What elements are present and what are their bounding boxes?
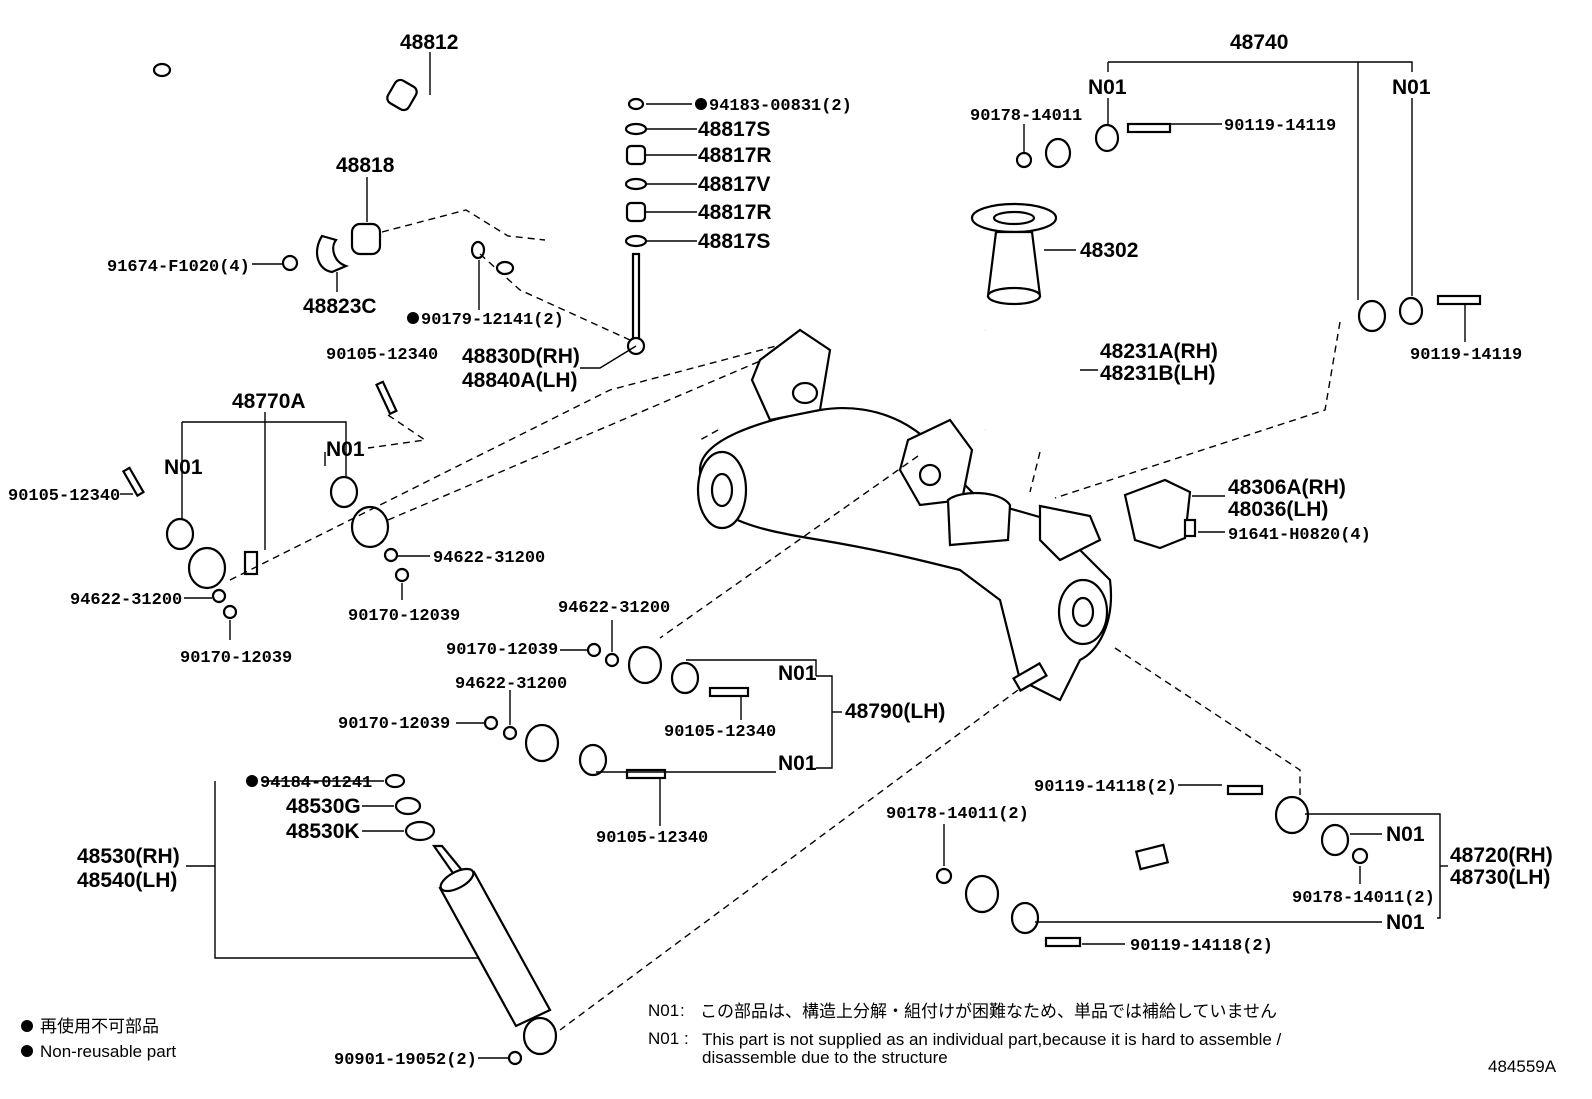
label-n01-790-top: N01 <box>778 662 817 685</box>
label-48231b: 48231B(LH) <box>1100 362 1216 385</box>
label-48790: 48790(LH) <box>845 700 945 723</box>
label-48823c: 48823C <box>303 295 377 318</box>
note-code-en: N01 <box>648 1029 679 1048</box>
legend: 再使用不可部品 Non-reusable part <box>21 1016 176 1061</box>
shock-absorber-drawing <box>186 773 558 1066</box>
notes: N01 : この部品は、構造上分解・組付けが困難なため、単品では補給していません… <box>648 1001 1282 1067</box>
label-48830d: 48830D(RH) <box>462 345 580 368</box>
label-94622-790-bottom: 94622-31200 <box>455 675 567 694</box>
label-48840a: 48840A(LH) <box>462 369 578 392</box>
label-n01-740-left: N01 <box>1088 76 1127 99</box>
label-n01-790-bottom: N01 <box>778 752 817 775</box>
label-48817r-bottom: 48817R <box>698 201 772 224</box>
label-90170-right: 90170-12039 <box>348 607 460 626</box>
lateral-rod-48740-drawing <box>1015 61 1482 499</box>
bushing-bracket-drawing <box>252 177 546 292</box>
label-48720: 48720(RH) <box>1450 844 1553 867</box>
label-91641: 91641-H0820(4) <box>1228 526 1371 545</box>
label-48730: 48730(LH) <box>1450 866 1550 889</box>
svg-text::: : <box>684 1029 689 1048</box>
label-94622-790-top: 94622-31200 <box>558 599 670 618</box>
legend-dot-en <box>21 1045 33 1057</box>
figure-id: 484559A <box>1488 1057 1557 1076</box>
label-90178-top: 90178-14011 <box>970 107 1082 126</box>
non-reusable-marker-90179 <box>407 312 419 324</box>
label-90170-790-bottom: 90170-12039 <box>338 715 450 734</box>
label-91674: 91674-F1020(4) <box>107 258 250 277</box>
label-90119-top: 90119-14119 <box>1224 117 1336 136</box>
label-90178-720-right: 90178-14011(2) <box>1292 889 1435 908</box>
note-jp: この部品は、構造上分解・組付けが困難なため、単品では補給していません <box>700 1002 1277 1021</box>
label-48231a: 48231A(RH) <box>1100 340 1218 363</box>
note-en-line2: disassemble due to the structure <box>702 1048 948 1067</box>
label-48530g: 48530G <box>286 795 361 818</box>
label-n01-740-right: N01 <box>1392 76 1431 99</box>
label-90119-720-bottom: 90119-14118(2) <box>1130 937 1273 956</box>
note-en-line1: This part is not supplied as an individu… <box>702 1030 1282 1049</box>
label-90119-720-top: 90119-14118(2) <box>1034 778 1177 797</box>
label-n01-770-right: N01 <box>326 438 365 461</box>
label-90901: 90901-19052(2) <box>334 1051 477 1070</box>
label-90105-top: 90105-12340 <box>326 346 438 365</box>
legend-en: Non-reusable part <box>40 1042 176 1061</box>
bracket-48306a-drawing <box>1123 478 1225 550</box>
label-48818: 48818 <box>336 154 395 177</box>
label-48817s-top: 48817S <box>698 118 770 141</box>
label-48302: 48302 <box>1080 239 1138 262</box>
spring-bumper-drawing <box>970 202 1098 493</box>
label-n01-720-top: N01 <box>1386 823 1425 846</box>
legend-jp: 再使用不可部品 <box>40 1016 159 1036</box>
label-90105-790-mid: 90105-12340 <box>664 723 776 742</box>
label-48530: 48530(RH) <box>77 845 180 868</box>
stabilizer-link-drawing <box>470 97 697 369</box>
label-90178-720-left: 90178-14011(2) <box>886 805 1029 824</box>
note-code-jp: N01 <box>648 1001 679 1020</box>
stabilizer-bar-drawing <box>152 52 619 276</box>
non-reusable-marker-94183 <box>695 98 707 110</box>
label-48817v: 48817V <box>698 173 770 196</box>
lower-arm-48720-drawing <box>935 784 1448 948</box>
svg-text::: : <box>680 1001 685 1020</box>
label-n01-770-left: N01 <box>164 456 203 479</box>
legend-dot-jp <box>21 1020 33 1032</box>
axle-housing-drawing <box>559 328 1301 1031</box>
upper-arm-48770a-drawing <box>120 343 801 640</box>
label-n01-720-bottom: N01 <box>1386 911 1425 934</box>
label-90179: 90179-12141(2) <box>421 311 564 330</box>
label-48036: 48036(LH) <box>1228 498 1328 521</box>
label-90105-left: 90105-12340 <box>8 487 120 506</box>
label-48817r-top: 48817R <box>698 144 772 167</box>
label-94622-right: 94622-31200 <box>433 549 545 568</box>
label-94184: 94184-01241 <box>260 774 372 793</box>
label-94183: 94183-00831(2) <box>709 97 852 116</box>
label-48306a: 48306A(RH) <box>1228 476 1346 499</box>
label-90170-left: 90170-12039 <box>180 649 292 668</box>
label-48812: 48812 <box>400 31 458 54</box>
label-48530k: 48530K <box>286 820 360 843</box>
lower-arm-48790-drawing <box>456 620 842 826</box>
label-48740: 48740 <box>1230 31 1288 54</box>
label-90105-790-bottom: 90105-12340 <box>596 829 708 848</box>
part-labels: 48812 48818 91674-F1020(4) 48823C 90179-… <box>8 31 1553 1070</box>
label-90119-right: 90119-14119 <box>1410 346 1522 365</box>
non-reusable-marker-94184 <box>246 775 258 787</box>
label-48817s-bottom: 48817S <box>698 230 770 253</box>
label-90170-790-top: 90170-12039 <box>446 641 558 660</box>
label-94622-left: 94622-31200 <box>70 591 182 610</box>
label-48540: 48540(LH) <box>77 869 177 892</box>
label-48770a: 48770A <box>232 390 306 413</box>
